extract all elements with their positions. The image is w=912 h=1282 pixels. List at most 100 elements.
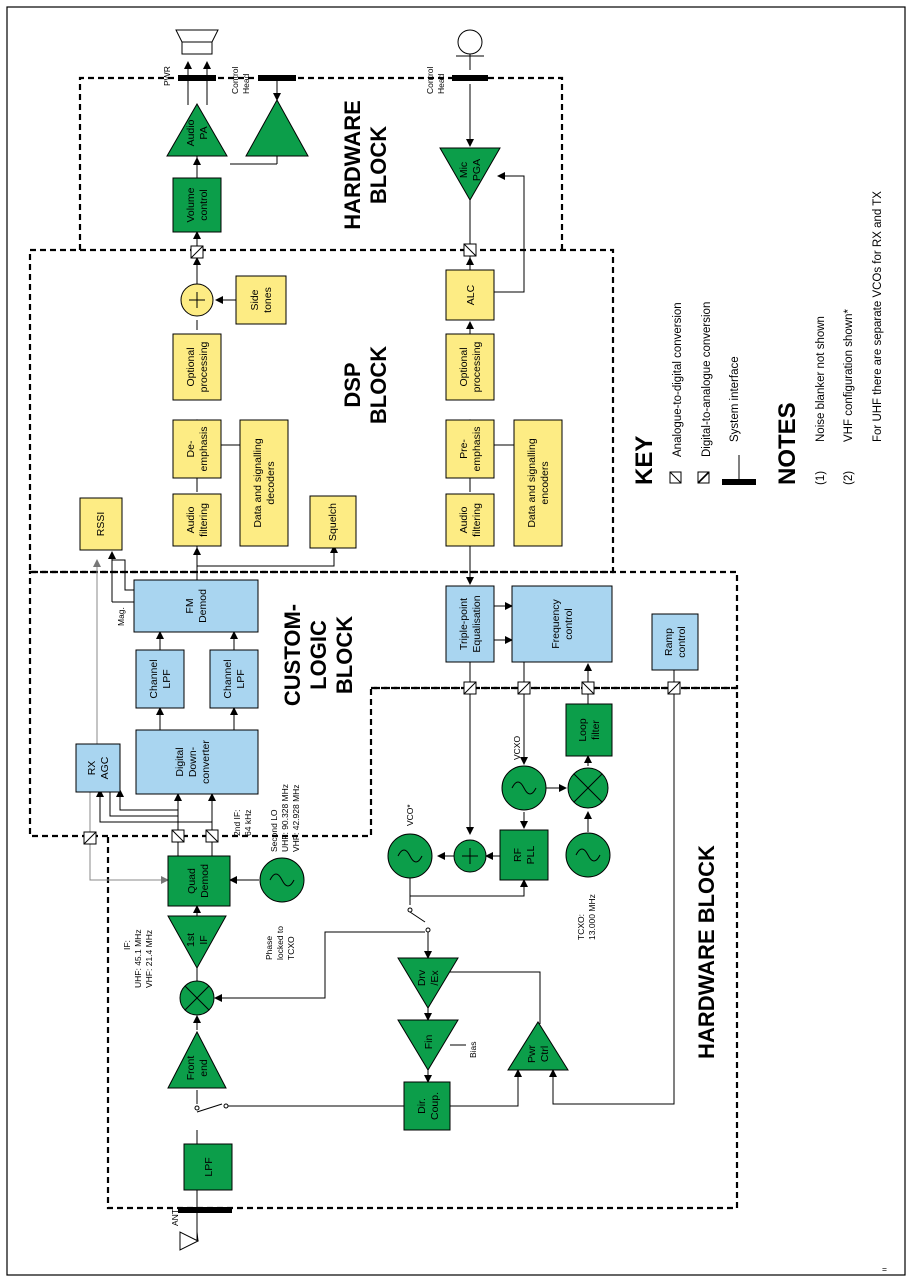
- dsp-title-1: DSP: [340, 362, 365, 407]
- ramp-control-label-2: control: [676, 626, 688, 658]
- summer-tx: [453, 839, 487, 873]
- optional-processing-rx-block: Optional processing: [172, 333, 222, 401]
- audio-filtering-rx-label-1: Audio: [185, 506, 197, 533]
- audio-filtering-rx-label-2: filtering: [198, 503, 210, 537]
- triple-point-label-2: Equalisation: [471, 595, 483, 652]
- preemphasis-block: Pre- emphasis: [445, 419, 495, 479]
- drv-ex-block: Drv /Ex: [397, 957, 459, 1009]
- volume-control-block: Volume control: [172, 177, 222, 233]
- rssi-block: RSSI: [79, 497, 123, 551]
- front-end-block: Front end: [167, 1030, 227, 1089]
- speaker-icon: [175, 29, 219, 55]
- note-1-text: Noise blanker not shown: [815, 316, 827, 442]
- rx-mixer: [179, 980, 215, 1016]
- alc-block: ALC: [445, 269, 495, 321]
- optional-processing-tx-label-1: Optional: [458, 347, 470, 386]
- rf-pll-label-1: RF: [512, 848, 524, 862]
- fin-block: Fin: [397, 1019, 459, 1071]
- deemphasis-block: De- emphasis: [172, 419, 222, 479]
- note-1-num: (1): [815, 471, 827, 485]
- dir-coup-label-2: Coup.: [429, 1092, 441, 1120]
- note-2-text: VHF configuration shown*: [843, 309, 855, 442]
- custom-title-3: BLOCK: [332, 616, 357, 694]
- rf-pll-label-2: PLL: [525, 846, 537, 865]
- phase-locked-label-2: locked to: [275, 926, 285, 960]
- audio-filtering-tx-block: Audio filtering: [445, 493, 495, 547]
- second-lo-label-1: Second LO: [269, 809, 279, 852]
- hardware-top-boundary: [78, 76, 564, 250]
- control-head-left-label-2: Head: [241, 73, 251, 94]
- channel-lpf-1-block: Channel LPF: [135, 649, 185, 709]
- dac-agc: [83, 831, 97, 845]
- front-end-label-2: end: [198, 1059, 210, 1077]
- quad-demod-block: Quad Demod: [167, 855, 231, 907]
- converter-marks: [83, 243, 681, 845]
- lpf-label: LPF: [203, 1157, 215, 1176]
- deemphasis-label-1: De-: [185, 440, 197, 457]
- audio-pa-block: Audio PA: [166, 102, 228, 157]
- lpf-block: LPF: [183, 1143, 233, 1191]
- optional-processing-tx-block: Optional processing: [445, 333, 495, 401]
- key-adc-text: Analogue-to-digital conversion: [672, 302, 684, 457]
- adc-q: [205, 829, 219, 843]
- tcxo-label-2: 13.000 MHz: [587, 894, 597, 940]
- pwr-label: PWR: [162, 66, 172, 86]
- dac-ramp: [667, 681, 681, 695]
- frequency-control-label-1: Frequency: [550, 598, 562, 648]
- ddc-label-1: Digital: [174, 747, 186, 776]
- hardware-bottom-boundary: [106, 686, 739, 1210]
- fm-demod-label-1: FM: [184, 598, 196, 613]
- decoders-label-2: decoders: [265, 461, 277, 504]
- frequency-control-block: Frequency control: [511, 585, 613, 663]
- audio-filtering-tx-label-1: Audio: [458, 506, 470, 533]
- notes-title: NOTES: [774, 402, 801, 485]
- phase-locked-label-1: Phase: [264, 936, 274, 960]
- loop-filter-block: Loop filter: [565, 703, 613, 757]
- triple-point-block: Triple-point Equalisation: [445, 585, 495, 663]
- optional-processing-rx-label-2: processing: [198, 341, 210, 392]
- loop-filter-label-1: Loop: [577, 718, 589, 742]
- notes-section: NOTES (1) Noise blanker not shown (2) VH…: [774, 191, 884, 485]
- second-if-label-1: 2nd IF:: [232, 810, 242, 836]
- fm-demod-block: FM Demod: [133, 579, 259, 633]
- loop-filter-label-2: filter: [590, 720, 602, 740]
- if-label-3: VHF: 21.4 MHz: [144, 930, 154, 988]
- squelch-label: Squelch: [327, 503, 339, 541]
- control-head-right-label-2: Head: [436, 73, 446, 94]
- channel-lpf-2-label-1: Channel: [222, 659, 234, 698]
- control-head-amp: [245, 98, 309, 157]
- phase-locked-label-3: TCXO: [286, 936, 296, 960]
- drv-ex-label-1: Drv: [416, 969, 428, 986]
- quad-demod-label-1: Quad: [186, 868, 198, 894]
- adc-mic: [463, 243, 477, 257]
- vcxo-label: VCXO: [512, 736, 522, 760]
- rf-pll-block: RF PLL: [499, 829, 549, 881]
- first-if-label-2: IF: [198, 935, 210, 944]
- vcxo-oscillator: [501, 765, 547, 811]
- decoders-block: Data and signalling decoders: [239, 419, 289, 547]
- summer-rx: [180, 283, 214, 317]
- pwr-ctrl-label-1: Pwr: [526, 1044, 538, 1063]
- custom-title-1: CUSTOM-: [280, 604, 305, 706]
- channel-lpf-2-label-2: LPF: [235, 669, 247, 688]
- mic-pga-label-1: Mic: [458, 162, 470, 178]
- key-interface-text: System interface: [729, 356, 741, 442]
- decoders-label-1: Data and signalling: [252, 438, 264, 527]
- hardware-top-title-1: HARDWARE: [340, 100, 365, 230]
- key-title: KEY: [631, 436, 658, 485]
- adc-loop: [581, 681, 595, 695]
- channel-lpf-2-block: Channel LPF: [209, 649, 259, 709]
- ddc-label-3: converter: [200, 740, 212, 784]
- rx-agc-label-1: RX: [86, 761, 98, 776]
- side-tones-label-2: tones: [262, 287, 274, 313]
- vco-oscillator: [387, 833, 433, 879]
- frequency-control-label-2: control: [563, 608, 575, 640]
- page-frame: [6, 6, 906, 1276]
- adc-i: [171, 829, 185, 843]
- ant-label: ANT: [170, 1209, 180, 1226]
- channel-lpf-1-label-2: LPF: [161, 669, 173, 688]
- vco-label: VCO*: [405, 804, 415, 826]
- volume-control-label-1: Volume: [185, 187, 197, 222]
- squelch-block: Squelch: [309, 495, 357, 549]
